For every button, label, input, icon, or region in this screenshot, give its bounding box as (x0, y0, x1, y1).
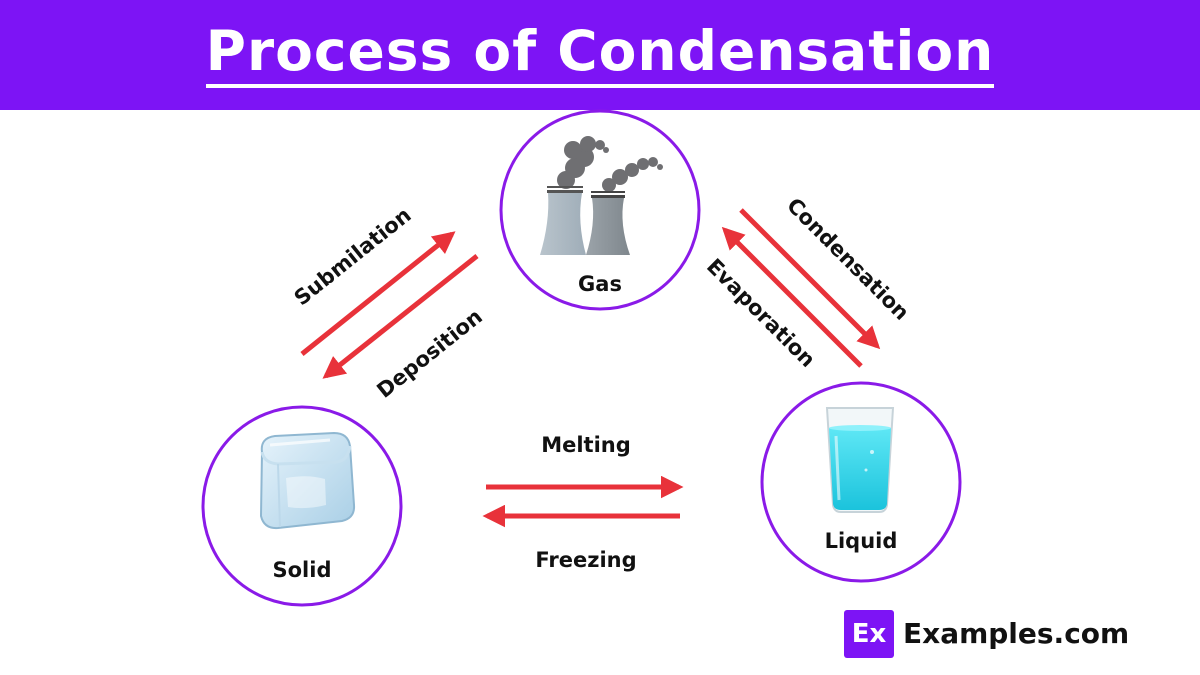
liquid-label: Liquid (825, 529, 898, 553)
sublimation-arrow (300, 231, 456, 356)
deposition-label: Deposition (372, 304, 487, 402)
title-banner (0, 0, 1200, 110)
page-title-text: Process of Condensation (205, 19, 995, 88)
solid-node: Solid (201, 405, 403, 607)
brand-logo: Ex (844, 610, 894, 658)
condensation-arrow (739, 208, 881, 350)
factory-smoke-icon (540, 136, 663, 255)
gas-label: Gas (578, 272, 622, 296)
solid-label: Solid (273, 558, 332, 582)
liquid-node: Liquid (760, 381, 962, 583)
ice-cube-icon (259, 431, 356, 530)
evaporation-arrow (721, 226, 863, 368)
brand-name: Examples.com (903, 617, 1130, 650)
gas-node: Gas (499, 109, 701, 311)
melting-label: Melting (541, 433, 631, 457)
sublimation-label: Submilation (290, 203, 416, 311)
deposition-arrow (322, 254, 479, 379)
water-glass-icon (825, 407, 895, 513)
page-title: Process of Condensation (0, 16, 1200, 88)
freezing-label: Freezing (535, 548, 636, 572)
